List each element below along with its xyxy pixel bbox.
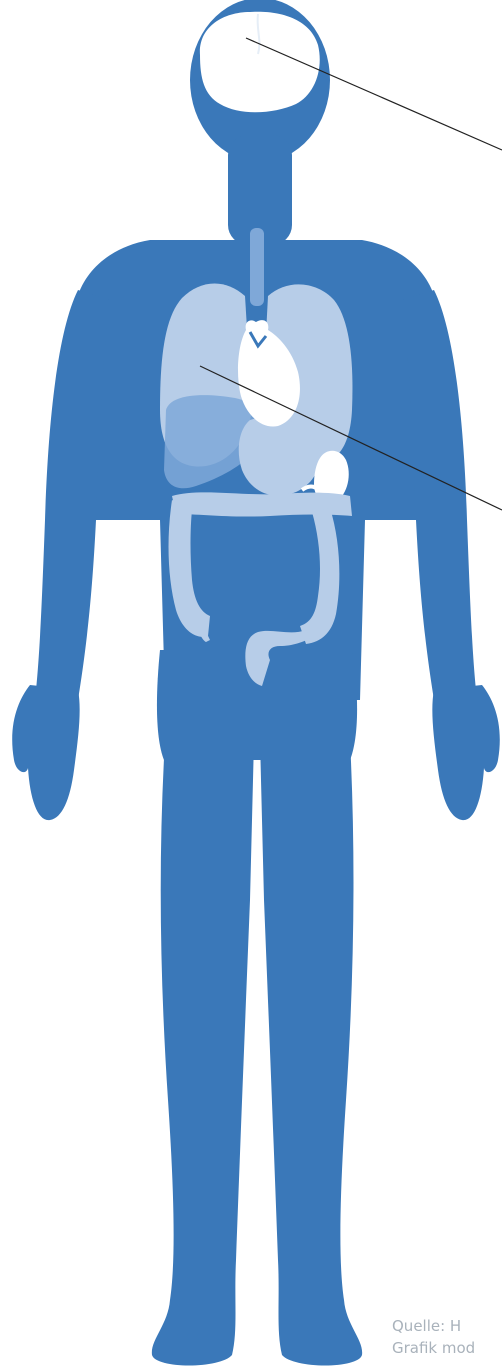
source-note: Quelle: H Grafik mod [392, 1315, 502, 1359]
right-leg [260, 740, 362, 1366]
source-line: Quelle: H [392, 1315, 502, 1337]
trachea [250, 228, 264, 306]
right-hand [432, 685, 499, 820]
credit-line: Grafik mod [392, 1337, 502, 1359]
left-hand [12, 685, 79, 820]
left-leg [152, 740, 254, 1366]
